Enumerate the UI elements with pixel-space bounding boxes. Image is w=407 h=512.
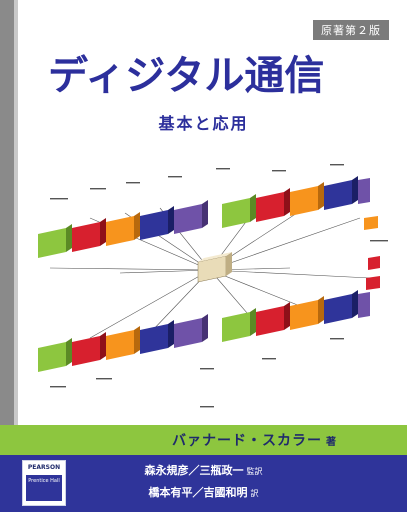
edition-badge: 原著第２版 [313,20,389,40]
publisher-logo-bottom: Prentice Hall [26,475,62,501]
publisher-logo-top: PEARSON [27,464,61,471]
left-stripe-inner [14,0,18,512]
system-diagram [38,164,388,408]
author-name: バァナード・スカラー著 [172,430,337,450]
supervisors-names: 森永規彦／三瓶政一 [144,464,244,477]
publisher-logo: PEARSON Prentice Hall [22,460,66,506]
supervisors-credit: 森永規彦／三瓶政一監訳 [0,462,407,478]
book-subtitle: 基本と応用 [158,114,249,133]
book-title: ディジタル通信 [48,53,325,99]
translators-role: 訳 [250,489,259,498]
translators-credit: 橋本有平／吉國和明訳 [0,484,407,500]
publisher-band [0,455,407,512]
left-stripe [0,0,14,512]
author-band [0,425,407,455]
author-role: 著 [326,437,337,448]
top-block-chain [38,176,370,258]
supervisors-role: 監訳 [246,467,263,476]
channel-blocks [364,216,380,290]
bottom-block-chain [38,290,370,372]
translators-names: 橋本有平／吉國和明 [148,486,248,499]
author-name-text: バァナード・スカラー [172,433,322,449]
center-block [197,252,232,283]
